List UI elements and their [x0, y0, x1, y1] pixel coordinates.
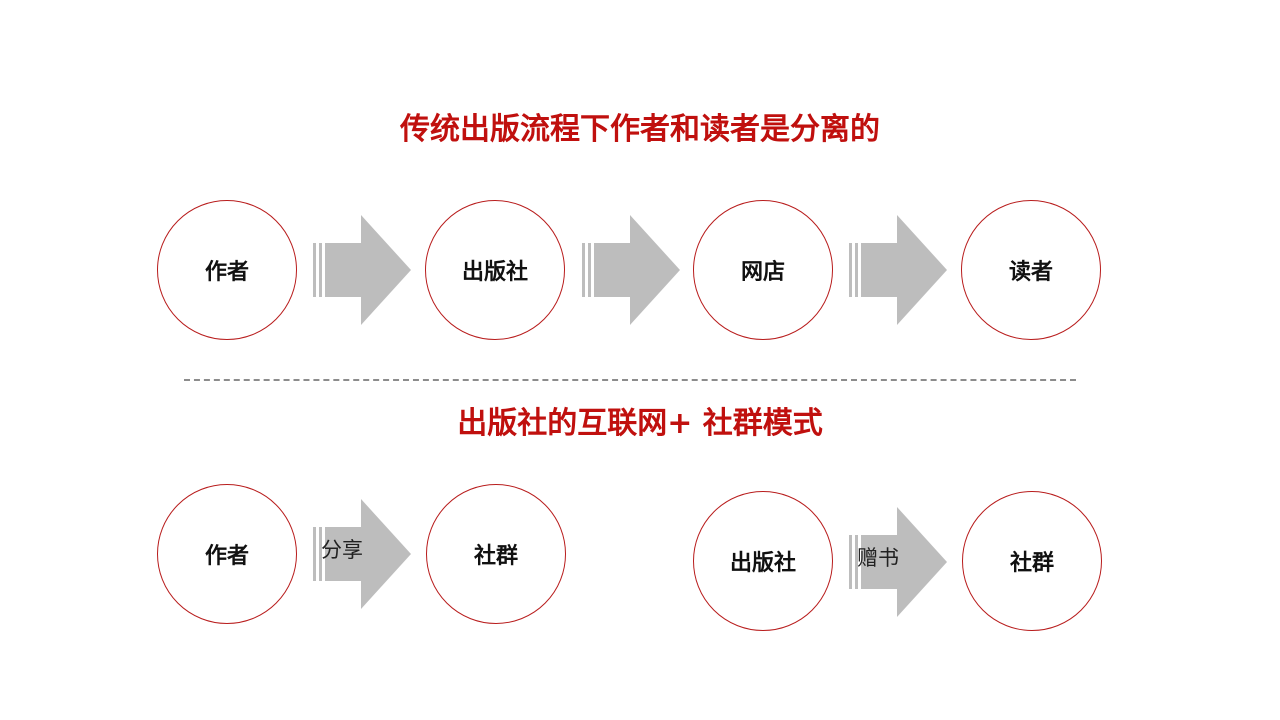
node-online-store: 网店 — [693, 200, 833, 340]
gift-book-label: 赠书 — [857, 546, 899, 570]
share-label: 分享 — [321, 538, 363, 562]
node-author: 作者 — [157, 484, 297, 624]
flow-arrow — [313, 215, 411, 325]
flow-arrow — [849, 215, 947, 325]
node-community: 社群 — [426, 484, 566, 624]
node-author: 作者 — [157, 200, 297, 340]
node-reader: 读者 — [961, 200, 1101, 340]
node-community: 社群 — [962, 491, 1102, 631]
community-model-title: 出版社的互联网+ 社群模式 — [457, 406, 823, 441]
node-publisher: 出版社 — [693, 491, 833, 631]
gift-book-arrow: 赠书 — [849, 507, 947, 617]
traditional-flow-title: 传统出版流程下作者和读者是分离的 — [400, 112, 880, 147]
share-arrow: 分享 — [313, 499, 411, 609]
flow-arrow — [582, 215, 680, 325]
dashed-divider — [184, 379, 1076, 381]
node-publisher: 出版社 — [425, 200, 565, 340]
